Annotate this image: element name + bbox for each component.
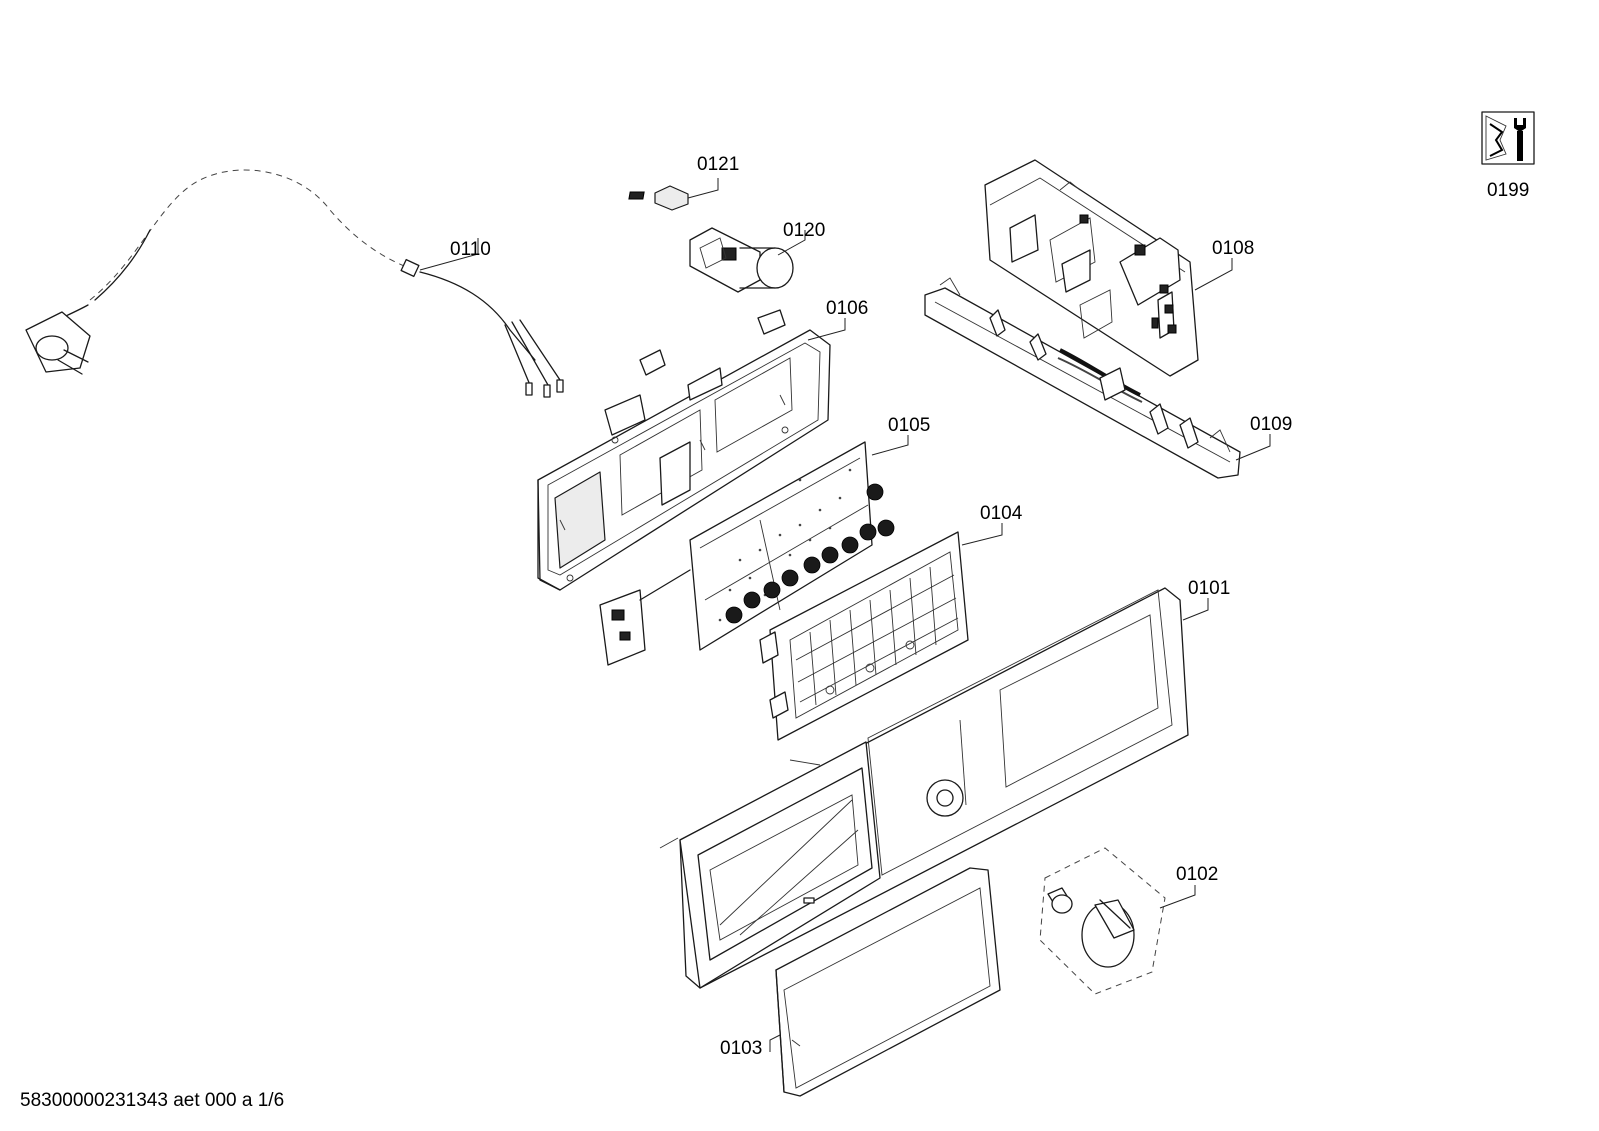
light-guide-frame: [759, 531, 969, 741]
label-0110: 0110: [450, 239, 491, 260]
power-module: [984, 159, 1199, 377]
label-0108: 0108: [1212, 238, 1254, 259]
suppressor-capacitor: [689, 227, 794, 293]
label-0102: 0102: [1176, 864, 1218, 885]
label-0106: 0106: [826, 298, 868, 319]
control-panel-fascia: [659, 587, 1189, 989]
control-pcb: [599, 441, 895, 666]
power-cord: [25, 169, 564, 398]
label-0199: 0199: [1487, 180, 1529, 201]
program-selector-knob: [1039, 847, 1166, 995]
control-housing: [537, 309, 831, 591]
label-0103: 0103: [720, 1038, 762, 1059]
service-icon: [1481, 111, 1535, 165]
label-0104: 0104: [980, 503, 1023, 524]
drawing-number: 58300000231343 aet 000 a 1/6: [20, 1090, 285, 1111]
label-0101: 0101: [1188, 578, 1230, 599]
label-0121: 0121: [697, 154, 739, 175]
label-0120: 0120: [783, 220, 825, 241]
label-0105: 0105: [888, 415, 930, 436]
small-connector: [628, 185, 689, 211]
cable-rail: [924, 277, 1241, 479]
detergent-drawer-handle: [775, 867, 1001, 1097]
label-0109: 0109: [1250, 414, 1292, 435]
